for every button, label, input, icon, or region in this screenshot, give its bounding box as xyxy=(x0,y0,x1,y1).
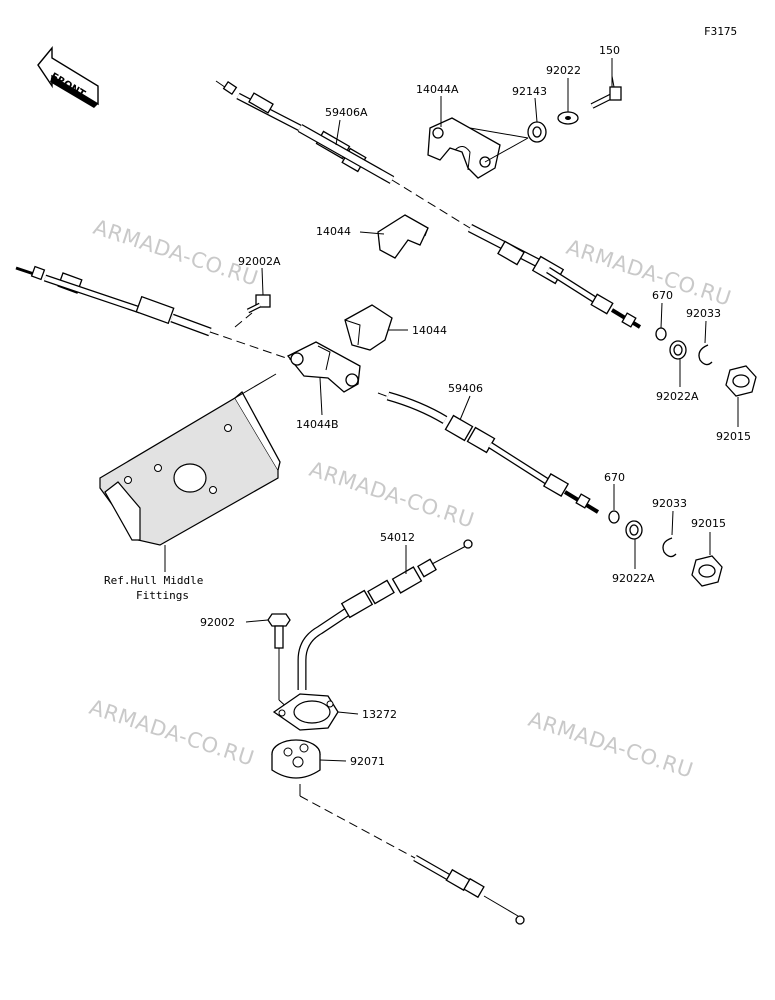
callout-92033-b: 92033 xyxy=(652,497,687,510)
figure-code: F3175 xyxy=(704,25,737,38)
cable-59406A xyxy=(215,80,642,329)
callout-59406A: 59406A xyxy=(325,106,368,119)
cable-59406 xyxy=(377,391,600,514)
callout-92143: 92143 xyxy=(512,85,547,98)
clip-14044-top xyxy=(377,214,429,259)
callout-92022A-a: 92022A xyxy=(656,390,699,403)
reference-note: Ref.Hull Middle Fittings xyxy=(104,574,203,602)
reference-note-line1: Ref.Hull Middle xyxy=(104,574,203,587)
callout-670-a: 670 xyxy=(652,289,673,302)
callout-92015-b: 92015 xyxy=(691,517,726,530)
reference-note-line2: Fittings xyxy=(136,589,189,602)
bracket-14044A xyxy=(427,117,529,179)
watermark: ARMADA-CO.RU xyxy=(306,457,477,533)
callout-92015-a: 92015 xyxy=(716,430,751,443)
bolt-150 xyxy=(590,75,622,109)
callout-92022: 92022 xyxy=(546,64,581,77)
collar-92143 xyxy=(527,121,547,143)
leader-lines xyxy=(245,58,739,762)
callout-92071: 92071 xyxy=(350,755,385,768)
callout-13272: 13272 xyxy=(362,708,397,721)
clip-14044-mid xyxy=(344,304,393,351)
watermark: ARMADA-CO.RU xyxy=(525,707,696,783)
callout-labels: 150 92022 92143 14044A 59406A 14044 9200… xyxy=(200,44,751,768)
grommet-92071 xyxy=(271,739,416,859)
cable-54012 xyxy=(297,539,473,690)
plate-13272 xyxy=(272,693,339,731)
callout-59406: 59406 xyxy=(448,382,483,395)
bolt-92002A xyxy=(234,294,271,328)
callout-14044A: 14044A xyxy=(416,83,459,96)
callout-150: 150 xyxy=(599,44,620,57)
bracket-14044B xyxy=(286,341,361,393)
callout-92022A-b: 92022A xyxy=(612,572,655,585)
callout-54012: 54012 xyxy=(380,531,415,544)
front-arrow-icon: FRONT xyxy=(37,46,99,108)
callout-92002A: 92002A xyxy=(238,255,281,268)
washer-92022 xyxy=(557,111,579,125)
callout-14044-top: 14044 xyxy=(316,225,351,238)
hardware-lower-set xyxy=(608,510,723,587)
watermark: ARMADA-CO.RU xyxy=(90,215,261,291)
hardware-upper-set xyxy=(655,327,757,397)
bolt-92002 xyxy=(267,613,291,711)
cable-lower-end xyxy=(413,854,525,925)
hull-middle-fittings-plate xyxy=(99,373,281,572)
callout-14044-mid: 14044 xyxy=(412,324,447,337)
callout-92033-a: 92033 xyxy=(686,307,721,320)
cable-middle-left xyxy=(15,265,293,361)
watermark: ARMADA-CO.RU xyxy=(86,695,257,771)
callout-92002: 92002 xyxy=(200,616,235,629)
callout-14044B: 14044B xyxy=(296,418,339,431)
callout-670-b: 670 xyxy=(604,471,625,484)
